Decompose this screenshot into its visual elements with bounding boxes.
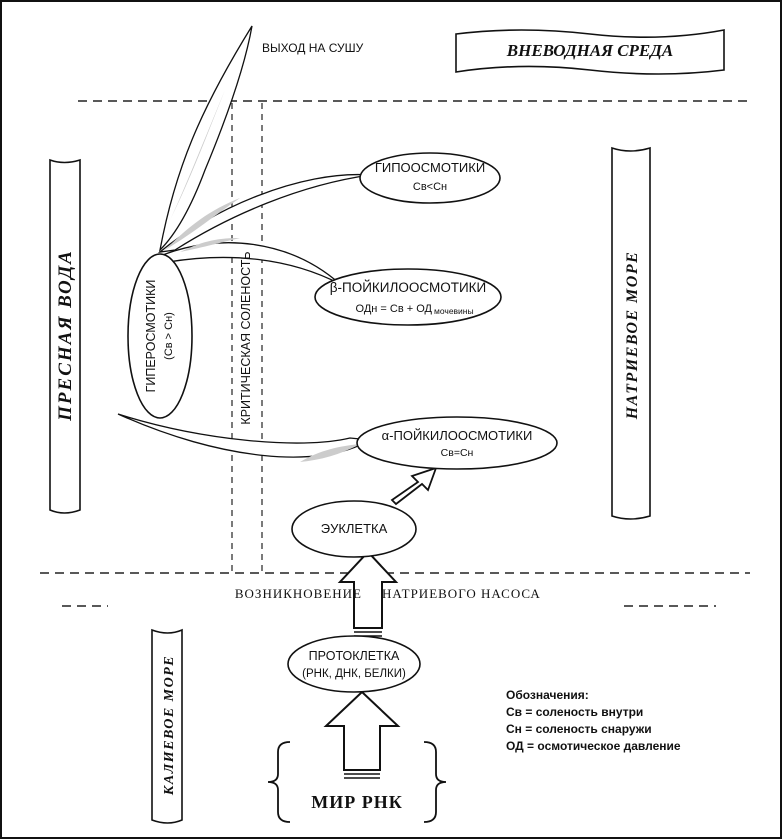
bracket-left [267, 741, 291, 823]
arrow-to-land [158, 25, 253, 252]
arrow-rna-to-protocell [323, 690, 401, 771]
node-eucell [291, 500, 417, 558]
eucell-title: ЭУКЛЕТКА [321, 521, 388, 536]
beta-title: β-ПОЙКИЛООСМОТИКИ [330, 280, 486, 295]
node-beta [314, 268, 502, 326]
banner-sodium-sea [611, 146, 651, 520]
region-potassium-sea: КАЛИЕВОЕ МОРЕ [162, 655, 177, 796]
label-pump-right: НАТРИЕВОГО НАСОСА [382, 586, 541, 601]
label-critical-salinity: КРИТИЧЕСКАЯ СОЛЕНОСТЬ [239, 251, 253, 424]
arrow-eucell-to-alpha [390, 466, 438, 506]
legend-item: Св = соленость внутри [506, 705, 643, 719]
beta-formula: ОДн = Св + ОД [356, 303, 433, 315]
arrow-to-hypoosmotic-shade [165, 198, 240, 250]
protocell-subtitle: (РНК, ДНК, БЕЛКИ) [302, 668, 406, 680]
arrow-protocell-to-eucell [337, 550, 399, 629]
hypoosmotic-formula: Св<Сн [413, 181, 447, 193]
banner-fresh-water [49, 158, 81, 514]
arrow-alpha-to-hyper-shade [300, 444, 360, 462]
arrow-to-beta-shade [180, 238, 240, 252]
beta-formula-sub: мочевины [434, 306, 474, 316]
banner-non-aquatic [455, 29, 725, 75]
hyperosmotic-title: ГИПЕРОСМОТИКИ [144, 280, 158, 393]
node-protocell [287, 635, 421, 693]
protocell-title: ПРОТОКЛЕТКА [309, 649, 400, 663]
banner-potassium-sea [151, 628, 183, 824]
node-hyperosmotic [127, 253, 193, 419]
legend-item: Сн = соленость снаружи [506, 722, 652, 736]
region-fresh-water: ПРЕСНАЯ ВОДА [55, 249, 76, 422]
region-non-aquatic: ВНЕВОДНАЯ СРЕДА [506, 41, 673, 60]
alpha-formula: Св=Сн [441, 447, 474, 459]
legend-title: Обозначения: [506, 688, 589, 702]
hyperosmotic-formula: (Св > Сн) [163, 312, 175, 360]
legend-item: ОД = осмотическое давление [506, 739, 681, 753]
node-alpha [356, 416, 558, 470]
bracket-right [423, 741, 447, 823]
region-sodium-sea: НАТРИЕВОЕ МОРЕ [624, 251, 641, 421]
node-hypoosmotic [359, 152, 501, 204]
label-land-exit: ВЫХОД НА СУШУ [262, 41, 364, 55]
hypoosmotic-title: ГИПООСМОТИКИ [375, 160, 485, 175]
label-pump-left: ВОЗНИКНОВЕНИЕ [235, 586, 362, 601]
arrow-alpha-to-hyper [117, 413, 373, 458]
region-rna-world: МИР РНК [311, 792, 403, 812]
alpha-title: α-ПОЙКИЛООСМОТИКИ [382, 428, 533, 443]
